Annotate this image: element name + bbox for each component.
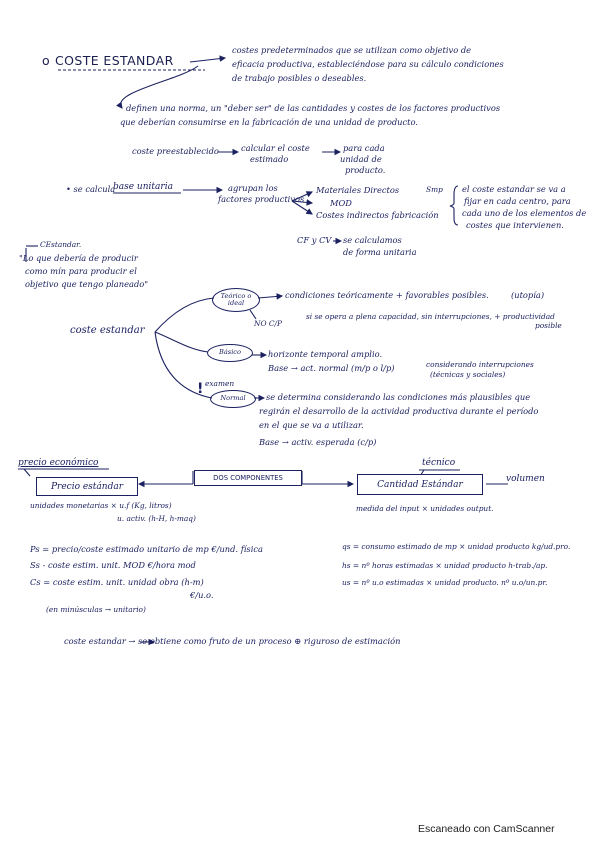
quote-line-3: objetivo que tengo planeado" [25, 279, 149, 289]
branch-basico [154, 331, 209, 353]
cf-cv-label: CF y CV [297, 235, 332, 245]
tecnico-label: técnico [422, 458, 456, 468]
teorico-text: condiciones teóricamente + favorables po… [285, 290, 489, 300]
norma-arrow [116, 65, 199, 109]
camscanner-watermark: Escaneado con CamScanner [418, 823, 555, 835]
formula-ps: Ps = precio/coste estimado unitario de m… [30, 544, 263, 554]
branch-teorico [154, 297, 215, 333]
title-bullet: o [42, 53, 51, 68]
formula-qs: qs = consumo estimado de mp × unidad pro… [342, 542, 571, 551]
quote-line-2: como mín para producir el [25, 266, 137, 276]
precio-sub-1: unidades monetarias × u.f (Kg, litros) [30, 501, 172, 510]
formula-cs-unit: €/u.o. [190, 590, 214, 600]
precio-economico-label: precio económico [18, 458, 99, 468]
note-line-2: fijar en cada centro, para [464, 196, 571, 206]
precio-sub-2: u. activ. (h-H, h-maq) [117, 514, 196, 523]
formula-cs: Cs = coste estim. unit. unidad obra (h-m… [30, 577, 204, 587]
factor-mod: MOD [330, 198, 352, 208]
exam-tag: examen [205, 379, 235, 388]
no-cp-label: NO C/P [254, 319, 282, 328]
formula-hs: hs = nº horas estimadas × unidad product… [342, 561, 548, 570]
teorico-utopia: (utopía) [511, 290, 545, 300]
factor-cif: Costes indirectos fabricación [316, 210, 439, 220]
definition-line-1: costes predeterminados que se utilizan c… [232, 45, 472, 55]
factor-mp-tag: Smp [426, 185, 443, 194]
teorico-detail: si se opera a plena capacidad, sin inter… [306, 312, 555, 321]
volumen-label: volumen [506, 474, 545, 484]
basico-line-1: horizonte temporal amplio. [268, 349, 383, 359]
normal-line-1: se determina considerando las condicione… [266, 392, 531, 402]
basico-consider-2: (técnicas y sociales) [430, 370, 506, 379]
agrupan-line-1: agrupan los [228, 183, 278, 193]
quote-label: CEstandar. [40, 240, 82, 249]
dos-componentes-box: DOS COMPONENTES [194, 470, 302, 486]
quote-line-1: "Lo que debería de producir [19, 253, 138, 263]
definition-line-3: de trabajo posibles o deseables. [232, 73, 367, 83]
normal-base: Base → activ. esperada (c/p) [259, 437, 377, 447]
formula-us: us = nº u.o estimadas × unidad producto.… [342, 578, 548, 587]
formula-note: (en minúsculas → unitario) [46, 605, 146, 614]
base-intro: • se calcula [66, 184, 116, 194]
note-line-3: cada uno de los elementos de [462, 208, 587, 218]
teorico-detail-2: posible [535, 321, 562, 330]
normal-oval: Normal [210, 390, 256, 408]
para-cada-line-3: producto. [345, 165, 386, 175]
cf-line-2: se calculamos [343, 235, 402, 245]
basico-line-2: Base → act. normal (m/p o l/p) [268, 363, 395, 373]
normal-line-2: regirán el desarrollo de la actividad pr… [259, 406, 539, 416]
cf-line-3: de forma unitaria [343, 247, 417, 257]
branch-normal [154, 331, 213, 399]
normal-line-3: en el que se va a utilizar. [259, 420, 364, 430]
basico-oval: Básico [207, 344, 253, 362]
base-unitaria-label: base unitaria [113, 182, 173, 192]
para-cada-line-2: unidad de [340, 154, 382, 164]
calcular-line-2: estimado [250, 154, 289, 164]
para-cada-line-1: para cada [343, 143, 385, 153]
cantidad-sub: medida del input × unidades output. [356, 504, 494, 513]
precio-estandar-box: Precio estándar [36, 477, 138, 496]
note-line-1: el coste estandar se va a [462, 184, 566, 194]
agrupan-line-2: factores productivos [218, 194, 305, 204]
final-statement: coste estandar → se obtiene como fruto d… [64, 636, 401, 646]
note-line-4: costes que intervienen. [466, 220, 564, 230]
page-title: COSTE ESTANDAR [55, 53, 174, 68]
title-arrow [189, 55, 227, 63]
factor-md: Materiales Directos [316, 185, 400, 195]
norma-line-1: definen una norma, un "deber ser" de las… [126, 103, 501, 113]
norma-line-2: que deberían consumirse en la fabricació… [120, 117, 418, 127]
definition-line-2: eficacia productiva, estableciéndose par… [232, 59, 504, 69]
cantidad-estandar-box: Cantidad Estándar [357, 474, 483, 495]
basico-consider-1: considerando interrupciones [426, 360, 534, 369]
formula-ss: Ss - coste estim. unit. MOD €/hora mod [30, 560, 196, 570]
diagram-center-label: coste estandar [70, 325, 145, 336]
exam-mark: ! [197, 381, 204, 397]
preestablecido-label: coste preestablecido [132, 146, 219, 156]
calcular-line-1: calcular el coste [241, 143, 310, 153]
